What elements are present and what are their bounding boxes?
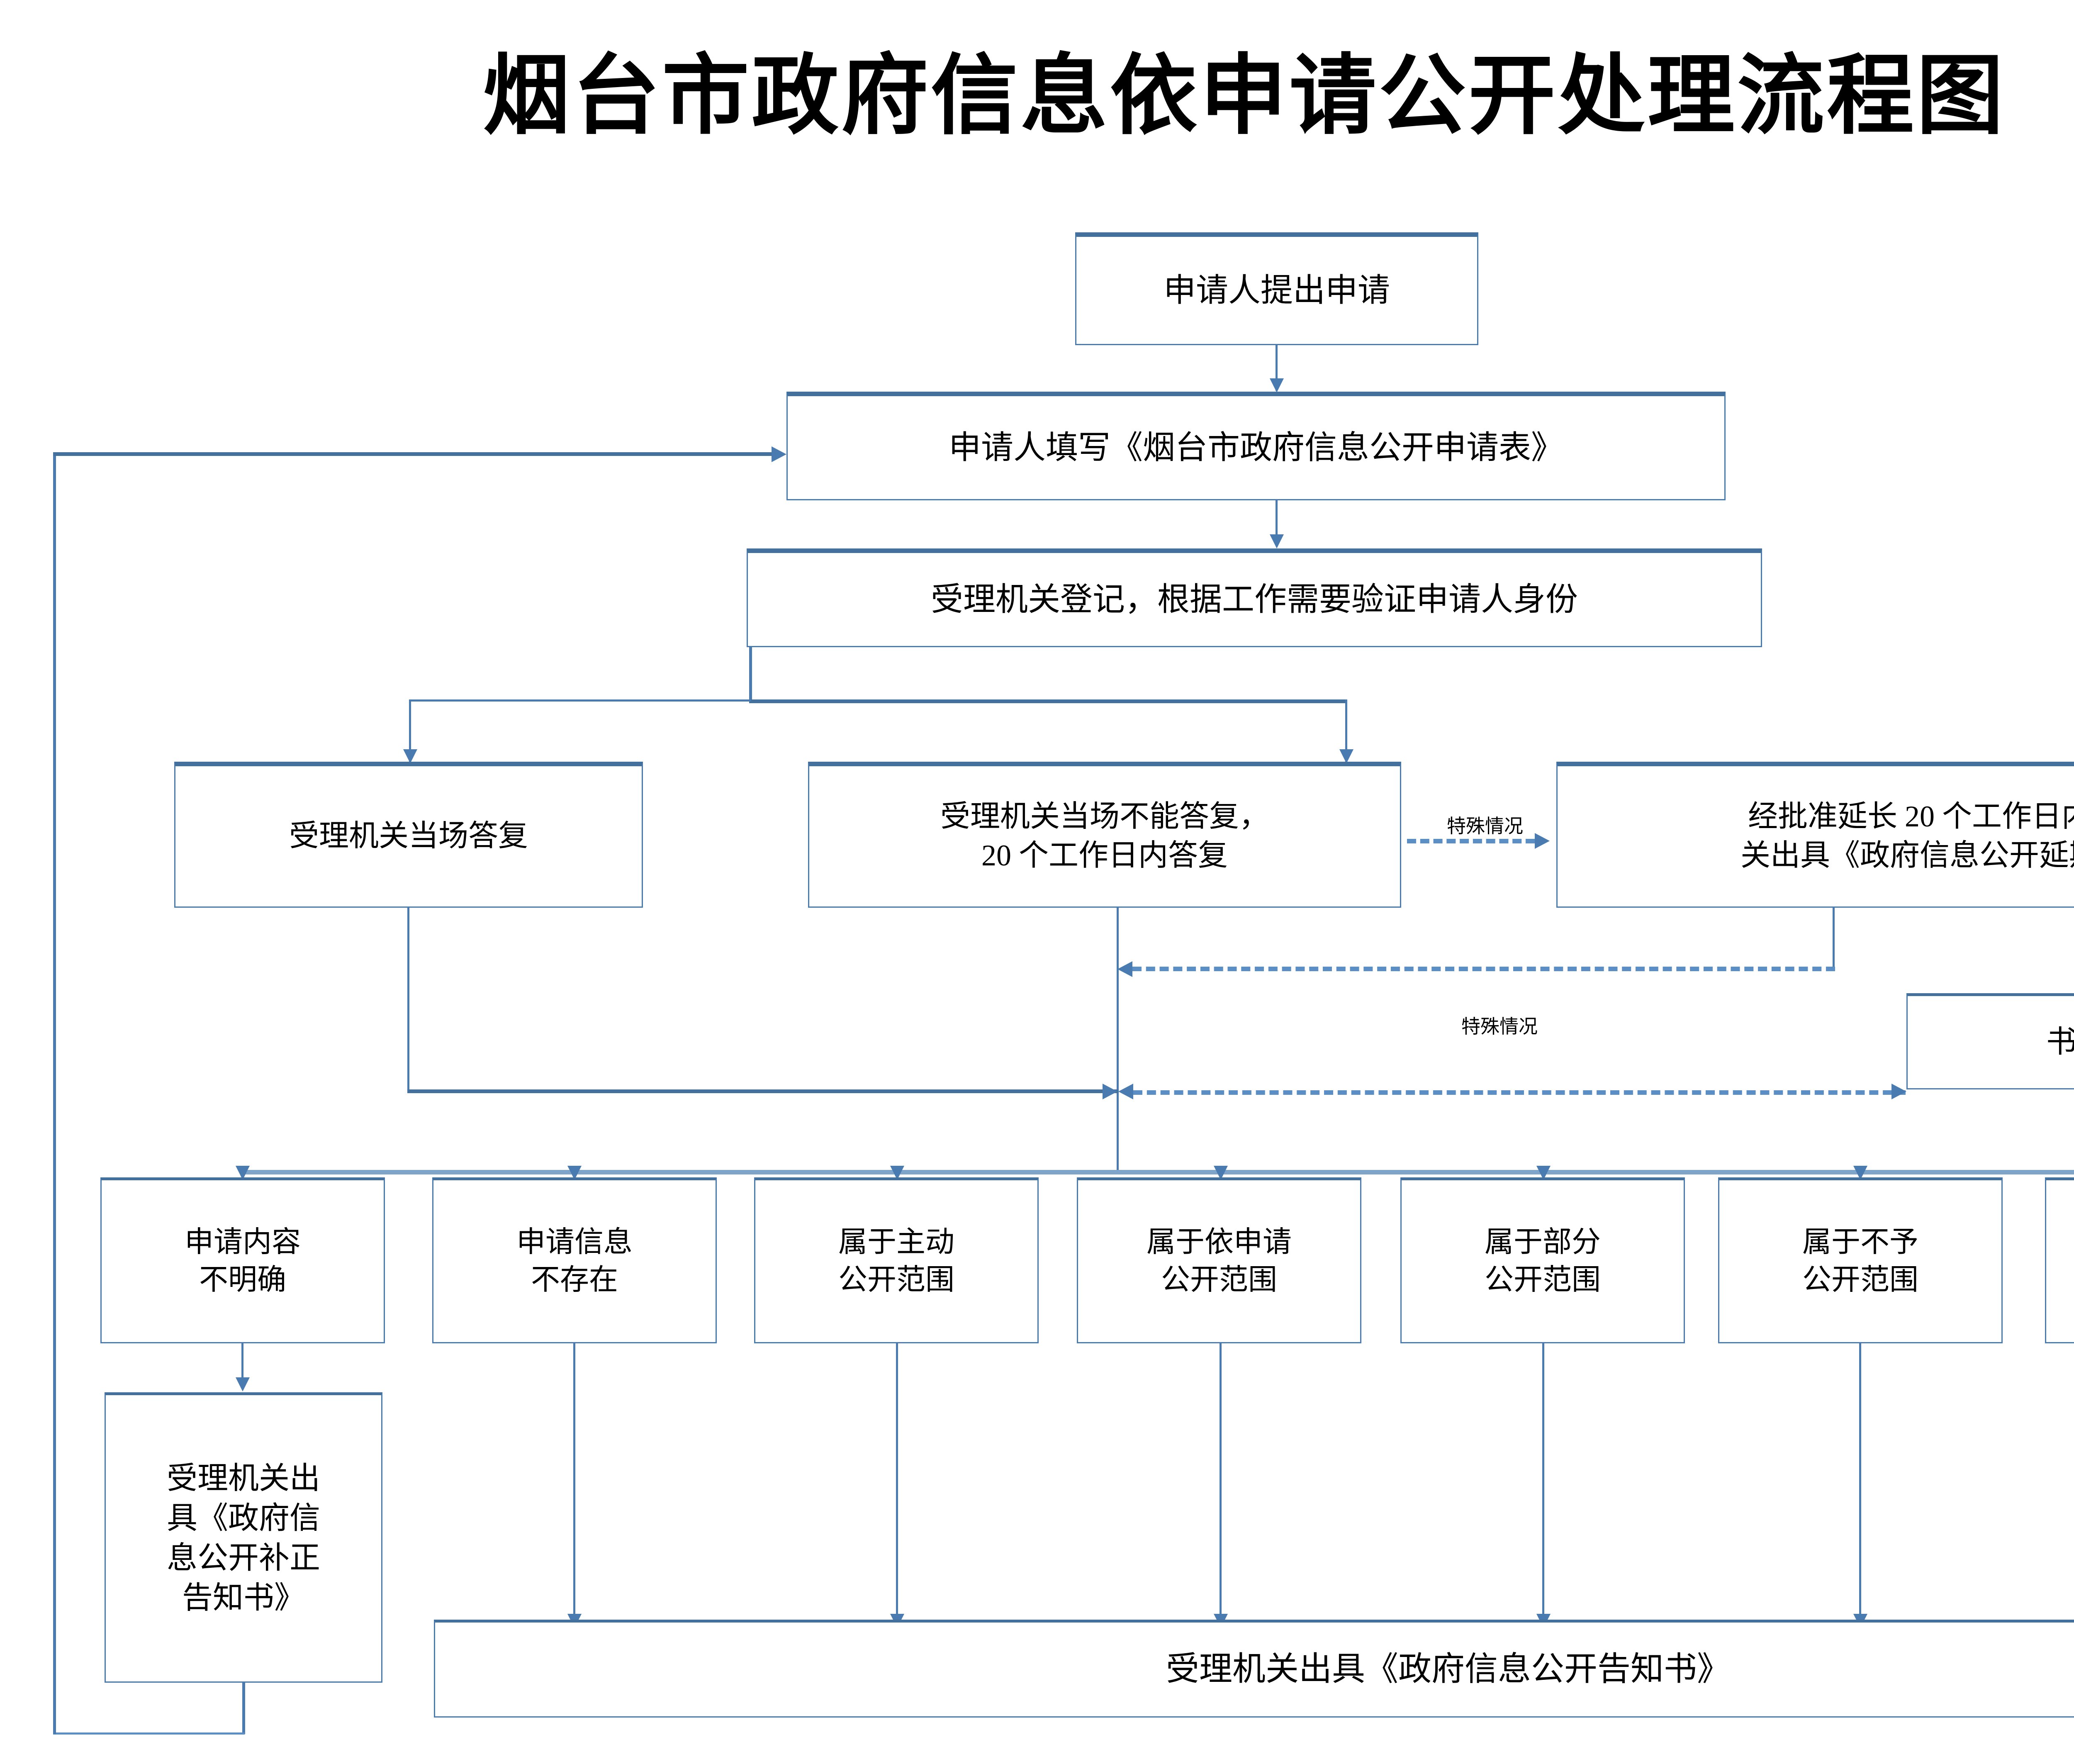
node-extend-line1: 经批准延长 20 个工作日内答复，受理机 xyxy=(1748,800,2074,833)
node-cat6-line2: 公开范围 xyxy=(1802,1264,1918,1296)
node-disclosure-notice: 受理机关出具《政府信息公开告知书》 xyxy=(434,1620,2074,1718)
node-cat5-line2: 公开范围 xyxy=(1485,1264,1601,1296)
node-not-onsite-line2: 20 个工作日内答复 xyxy=(981,839,1228,872)
connector-register-down xyxy=(749,647,752,701)
node-register: 受理机关登记，根据工作需要验证申请人身份 xyxy=(747,548,1762,647)
arrowhead-special-case-1 xyxy=(1535,833,1550,849)
node-cat-partial-disclosure: 属于部分 公开范围 xyxy=(1400,1177,1685,1343)
node-correction-notice: 受理机关出 具《政府信 息公开补正 告知书》 xyxy=(105,1392,382,1683)
connector-form-to-register xyxy=(1276,500,1278,546)
edge-label-special-case-2: 特殊情况 xyxy=(1461,1016,1538,1037)
connector-cat2-to-notice xyxy=(573,1343,575,1625)
connector-onsite-to-spine xyxy=(407,1089,1118,1093)
arrowhead-special-case-2 xyxy=(1118,1084,1133,1099)
node-not-onsite-line1: 受理机关当场不能答复， xyxy=(940,800,1269,833)
arrowhead-to-onsite xyxy=(403,749,417,763)
node-register-label: 受理机关登记，根据工作需要验证申请人身份 xyxy=(930,581,1578,618)
connector-cat1-to-correction xyxy=(241,1343,243,1389)
connector-special-case-1 xyxy=(1407,839,1535,843)
arrowhead-cat1-to-correction xyxy=(236,1377,250,1391)
node-cat2-line1: 申请信息 xyxy=(516,1226,633,1258)
node-third-party: 书面征求第三方意见 xyxy=(1906,993,2074,1089)
arrowhead-extend-to-spine xyxy=(1117,961,1132,977)
connector-cat3-to-notice xyxy=(896,1343,898,1625)
connector-apply-to-form xyxy=(1276,345,1278,391)
node-onsite-reply-label: 受理机关当场答复 xyxy=(289,819,528,853)
node-cat1-line1: 申请内容 xyxy=(185,1226,301,1258)
node-apply: 申请人提出申请 xyxy=(1075,232,1478,345)
node-onsite-reply: 受理机关当场答复 xyxy=(174,762,643,908)
node-disclosure-notice-label: 受理机关出具《政府信息公开告知书》 xyxy=(1166,1651,1730,1688)
node-cat-info-nonexistent: 申请信息 不存在 xyxy=(432,1177,717,1343)
node-cat-on-request-disclosure: 属于依申请 公开范围 xyxy=(1077,1177,1361,1343)
connector-register-fanbar-left xyxy=(409,699,751,702)
node-cat4-line2: 公开范围 xyxy=(1161,1264,1277,1296)
node-cat1-line2: 不明确 xyxy=(199,1264,286,1296)
node-cat4-line1: 属于依申请 xyxy=(1147,1226,1292,1258)
page-title: 烟台市政府信息依申请公开处理流程图 xyxy=(482,49,2006,145)
edge-label-special-case-1: 特殊情况 xyxy=(1447,816,1523,837)
node-extend: 经批准延长 20 个工作日内答复，受理机 关出具《政府信息公开延期答复告知书》 xyxy=(1556,762,2074,908)
connector-extend-down xyxy=(1833,908,1835,969)
arrowhead-apply-to-form xyxy=(1270,378,1284,392)
connector-onsite-down xyxy=(407,908,409,1093)
node-cat-no-disclosure: 属于不予 公开范围 xyxy=(1718,1177,2003,1343)
connector-extend-to-spine xyxy=(1132,967,1835,971)
connector-feedback-to-form xyxy=(53,452,775,456)
node-cat-proactive-disclosure: 属于主动 公开范围 xyxy=(754,1177,1039,1343)
connector-category-fanbar xyxy=(241,1170,2074,1174)
arrowhead-feedback-to-form xyxy=(772,446,786,462)
connector-register-fanbar xyxy=(749,699,1347,703)
connector-register-to-notonsite xyxy=(1345,699,1347,762)
connector-cat4-to-notice xyxy=(1220,1343,1222,1625)
node-correction-line1: 受理机关出 xyxy=(167,1461,320,1496)
node-cat3-line1: 属于主动 xyxy=(838,1226,954,1258)
node-cat7-line2: 掌握范围 xyxy=(2050,1261,2074,1299)
node-cat3-line2: 公开范围 xyxy=(838,1264,954,1296)
node-cat6-line1: 属于不予 xyxy=(1802,1226,1918,1258)
node-cat7-line1: 不属于受理机关 xyxy=(2050,1223,2074,1261)
node-third-party-label: 书面征求第三方意见 xyxy=(2046,1025,2074,1059)
connector-cat5-to-notice xyxy=(1542,1343,1544,1625)
connector-main-spine xyxy=(1117,908,1119,1174)
node-form-label: 申请人填写《烟台市政府信息公开申请表》 xyxy=(948,429,1563,466)
node-cat-content-unclear: 申请内容 不明确 xyxy=(100,1177,385,1343)
node-correction-line3: 息公开补正 xyxy=(167,1541,320,1575)
arrowhead-form-to-register xyxy=(1270,534,1284,548)
node-form: 申请人填写《烟台市政府信息公开申请表》 xyxy=(786,392,1726,500)
node-extend-line2: 关出具《政府信息公开延期答复告知书》 xyxy=(1740,839,2074,872)
connector-feedback-bottom xyxy=(53,1732,245,1735)
node-cat2-line2: 不存在 xyxy=(531,1264,618,1296)
connector-register-to-onsite xyxy=(409,699,411,762)
connector-special-case-2 xyxy=(1133,1090,1906,1095)
arrowhead-special-case-2-in xyxy=(1891,1084,1906,1099)
node-cat5-line1: 属于部分 xyxy=(1485,1226,1601,1258)
connector-feedback-left xyxy=(53,452,56,1734)
node-not-onsite: 受理机关当场不能答复， 20 个工作日内答复 xyxy=(808,762,1401,908)
node-correction-line4: 告知书》 xyxy=(182,1581,305,1615)
connector-cat6-to-notice xyxy=(1859,1343,1861,1625)
arrowhead-to-notonsite xyxy=(1339,749,1353,763)
node-cat-not-held: 不属于受理机关 掌握范围 xyxy=(2045,1177,2074,1343)
node-correction-line2: 具《政府信 xyxy=(167,1501,320,1535)
node-apply-label: 申请人提出申请 xyxy=(1163,272,1390,309)
arrowhead-onsite-to-spine xyxy=(1103,1084,1117,1099)
connector-feedback-down xyxy=(242,1683,245,1734)
